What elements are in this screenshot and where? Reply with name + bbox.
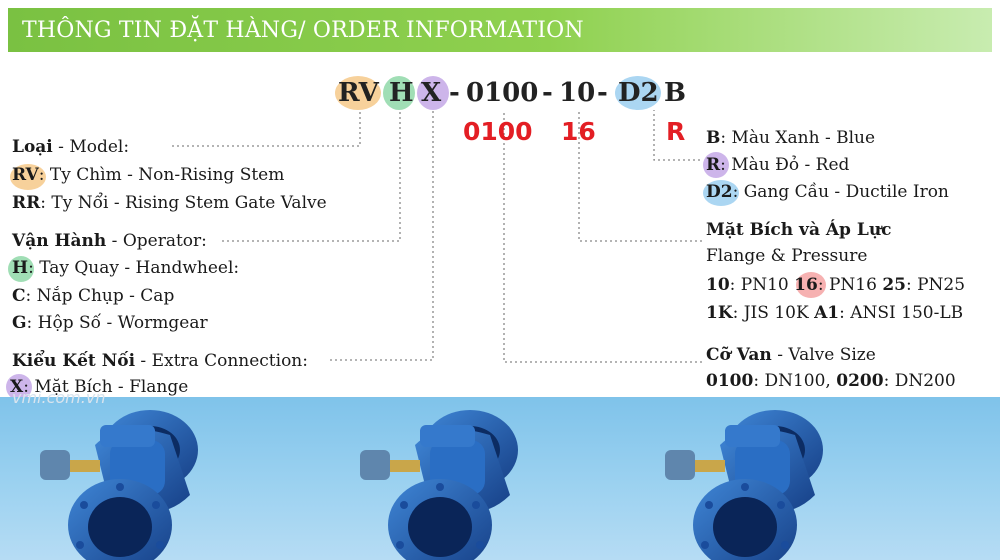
code-rv: RV [338,78,379,108]
watermark: vmi.com.vn [12,388,106,407]
header: THÔNG TIN ĐẶT HÀNG/ ORDER INFORMATION [0,0,1000,60]
connection-heading: Kiểu Kết Nối - Extra Connection: [12,351,308,371]
connection-x: X: Mặt Bích - Flange [10,377,189,397]
connector-lines [172,110,702,363]
flange-standard-line: 1K: JIS 10K A1: ANSI 150-LB [706,303,964,323]
code-dash-3: - [597,78,608,108]
connector-operator [222,110,401,242]
example-size: 0100 [463,117,533,146]
operator-heading: Vận Hành - Operator: [12,231,207,251]
bubble-16-legend [796,272,826,298]
bubble-d2 [615,76,661,110]
model-heading: Loại - Model: [12,137,130,157]
connector-material [653,110,700,161]
model-rr: RR: Ty Nổi - Rising Stem Gate Valve [12,193,327,213]
valve-banner [0,397,1000,560]
header-bar [8,8,992,52]
bubble-d2-legend [703,180,739,206]
gate-valve-image [360,410,518,560]
flange-heading: Mặt Bích và Áp Lực [706,220,892,240]
bubble-h [383,76,415,110]
color-red: R: Màu Đỏ - Red [706,155,850,175]
gate-valve-image [665,410,823,560]
page-title: THÔNG TIN ĐẶT HÀNG/ ORDER INFORMATION [22,18,584,43]
connector-flange [578,110,702,242]
code-color: B [664,78,686,108]
color-blue: B: Màu Xanh - Blue [706,128,876,148]
operator-h: H: Tay Quay - Handwheel: [12,258,240,278]
code-dash-1: - [449,78,460,108]
connector-connection [330,110,434,361]
code-pressure: 10 [559,78,596,108]
operator-g: G: Hộp Số - Wormgear [12,313,208,333]
code-material: D2 [618,78,659,108]
flange-sub: Flange & Pressure [706,246,868,266]
flange-pressure-line: 10: PN10 16: PN16 25: PN25 [706,275,966,295]
bubble-rv-legend [10,164,46,190]
material-d2: D2: Gang Cầu - Ductile Iron [706,182,949,202]
bubble-r-legend [703,152,729,178]
bubble-h-legend [8,256,34,282]
size-line: 0100: DN100, 0200: DN200 [706,371,956,391]
model-rv: RV: Ty Chìm - Non-Rising Stem [12,165,285,185]
code-size: 0100 [466,78,539,108]
example-color: R [666,117,686,146]
operator-c: C: Nắp Chụp - Cap [12,286,175,306]
connector-size [503,110,702,363]
bubble-x [417,76,449,110]
connector-model [172,110,361,147]
code-dash-2: - [542,78,553,108]
size-heading: Cỡ Van - Valve Size [706,345,876,365]
bubble-rv [335,76,381,110]
example-pressure: 16 [561,117,596,146]
code-h: H [389,78,414,108]
bubble-x-legend [6,374,32,400]
code-x: X [421,78,442,108]
gate-valve-image [40,410,198,560]
